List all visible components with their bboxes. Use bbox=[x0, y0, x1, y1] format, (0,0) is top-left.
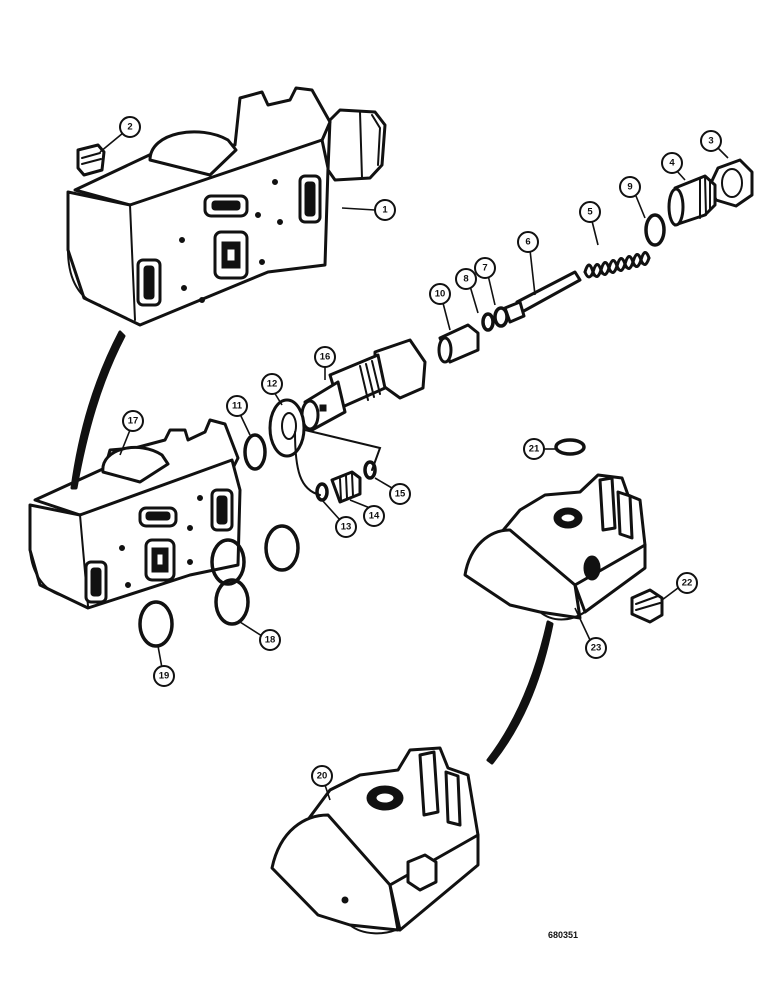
callout-label: 9 bbox=[627, 182, 632, 193]
callout-label: 22 bbox=[682, 578, 693, 589]
assembly-arrow-right bbox=[486, 620, 554, 765]
end-cover-lower bbox=[270, 746, 480, 935]
spring bbox=[583, 251, 651, 279]
callout-2: 2 bbox=[119, 116, 141, 138]
callout-label: 12 bbox=[267, 379, 278, 390]
callout-8: 8 bbox=[455, 268, 477, 290]
valve-section-lower bbox=[28, 418, 242, 610]
o-ring-21 bbox=[554, 438, 586, 456]
callout-label: 11 bbox=[232, 401, 243, 412]
callout-12: 12 bbox=[261, 373, 283, 395]
gasket-flat bbox=[268, 398, 306, 458]
plug-small bbox=[76, 143, 106, 177]
callout-9: 9 bbox=[619, 176, 641, 198]
callout-label: 7 bbox=[482, 263, 487, 274]
callout-16: 16 bbox=[314, 346, 336, 368]
callout-10: 10 bbox=[429, 283, 451, 305]
callout-label: 10 bbox=[435, 289, 446, 300]
o-ring-9 bbox=[644, 213, 666, 247]
plug-22 bbox=[630, 588, 664, 624]
o-ring-8 bbox=[481, 312, 495, 332]
callout-21: 21 bbox=[523, 438, 545, 460]
callout-label: 21 bbox=[529, 444, 540, 455]
poppet-stem bbox=[503, 270, 582, 324]
assembly-arrow-left bbox=[70, 330, 126, 490]
callout-label: 4 bbox=[669, 158, 675, 169]
callout-label: 23 bbox=[591, 643, 602, 654]
callout-4: 4 bbox=[661, 152, 683, 174]
callout-11: 11 bbox=[226, 395, 248, 417]
callout-label: 5 bbox=[587, 207, 593, 218]
callout-19: 19 bbox=[153, 665, 175, 687]
callout-13: 13 bbox=[335, 516, 357, 538]
plug-threaded bbox=[667, 174, 717, 227]
sleeve bbox=[437, 323, 480, 364]
callout-label: 8 bbox=[463, 274, 468, 285]
callout-3: 3 bbox=[700, 130, 722, 152]
washer-7 bbox=[493, 306, 509, 328]
callout-7: 7 bbox=[474, 257, 496, 279]
callout-label: 18 bbox=[265, 635, 276, 646]
callout-5: 5 bbox=[579, 201, 601, 223]
callout-label: 6 bbox=[525, 237, 530, 248]
callout-label: 13 bbox=[341, 522, 352, 533]
callout-6: 6 bbox=[517, 231, 539, 253]
callout-1: 1 bbox=[374, 199, 396, 221]
o-ring-11 bbox=[243, 433, 267, 471]
valve-section-upper bbox=[66, 86, 387, 327]
end-cover-upper bbox=[463, 473, 647, 621]
callout-label: 2 bbox=[127, 122, 132, 133]
callout-label: 19 bbox=[159, 671, 170, 682]
callout-15: 15 bbox=[389, 483, 411, 505]
callout-20: 20 bbox=[311, 765, 333, 787]
callout-label: 20 bbox=[317, 771, 328, 782]
callout-label: 1 bbox=[382, 205, 388, 216]
callout-22: 22 bbox=[676, 572, 698, 594]
callout-label: 15 bbox=[395, 489, 406, 500]
callout-label: 17 bbox=[128, 416, 139, 427]
small-parts-group bbox=[294, 429, 382, 504]
callout-label: 3 bbox=[708, 136, 713, 147]
reference-number: 680351 bbox=[548, 930, 578, 940]
callout-14: 14 bbox=[363, 505, 385, 527]
o-rings-lower bbox=[138, 524, 300, 648]
callout-18: 18 bbox=[259, 629, 281, 651]
callout-17: 17 bbox=[122, 410, 144, 432]
callout-label: 16 bbox=[320, 352, 331, 363]
relief-valve-cartridge bbox=[300, 338, 427, 432]
callout-label: 14 bbox=[369, 511, 380, 522]
callout-23: 23 bbox=[585, 637, 607, 659]
